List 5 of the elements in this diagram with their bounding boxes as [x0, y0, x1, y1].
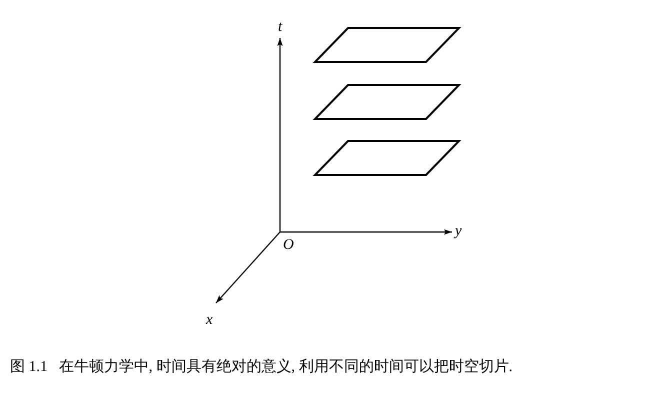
axis-label: y [455, 224, 462, 239]
axis-label: x [206, 313, 213, 328]
axis-label: O [283, 238, 294, 253]
axis-label: t [278, 20, 282, 35]
figure-caption: 图 1.1 在牛顿力学中, 时间具有绝对的意义, 利用不同的时间可以把时空切片. [10, 358, 512, 377]
